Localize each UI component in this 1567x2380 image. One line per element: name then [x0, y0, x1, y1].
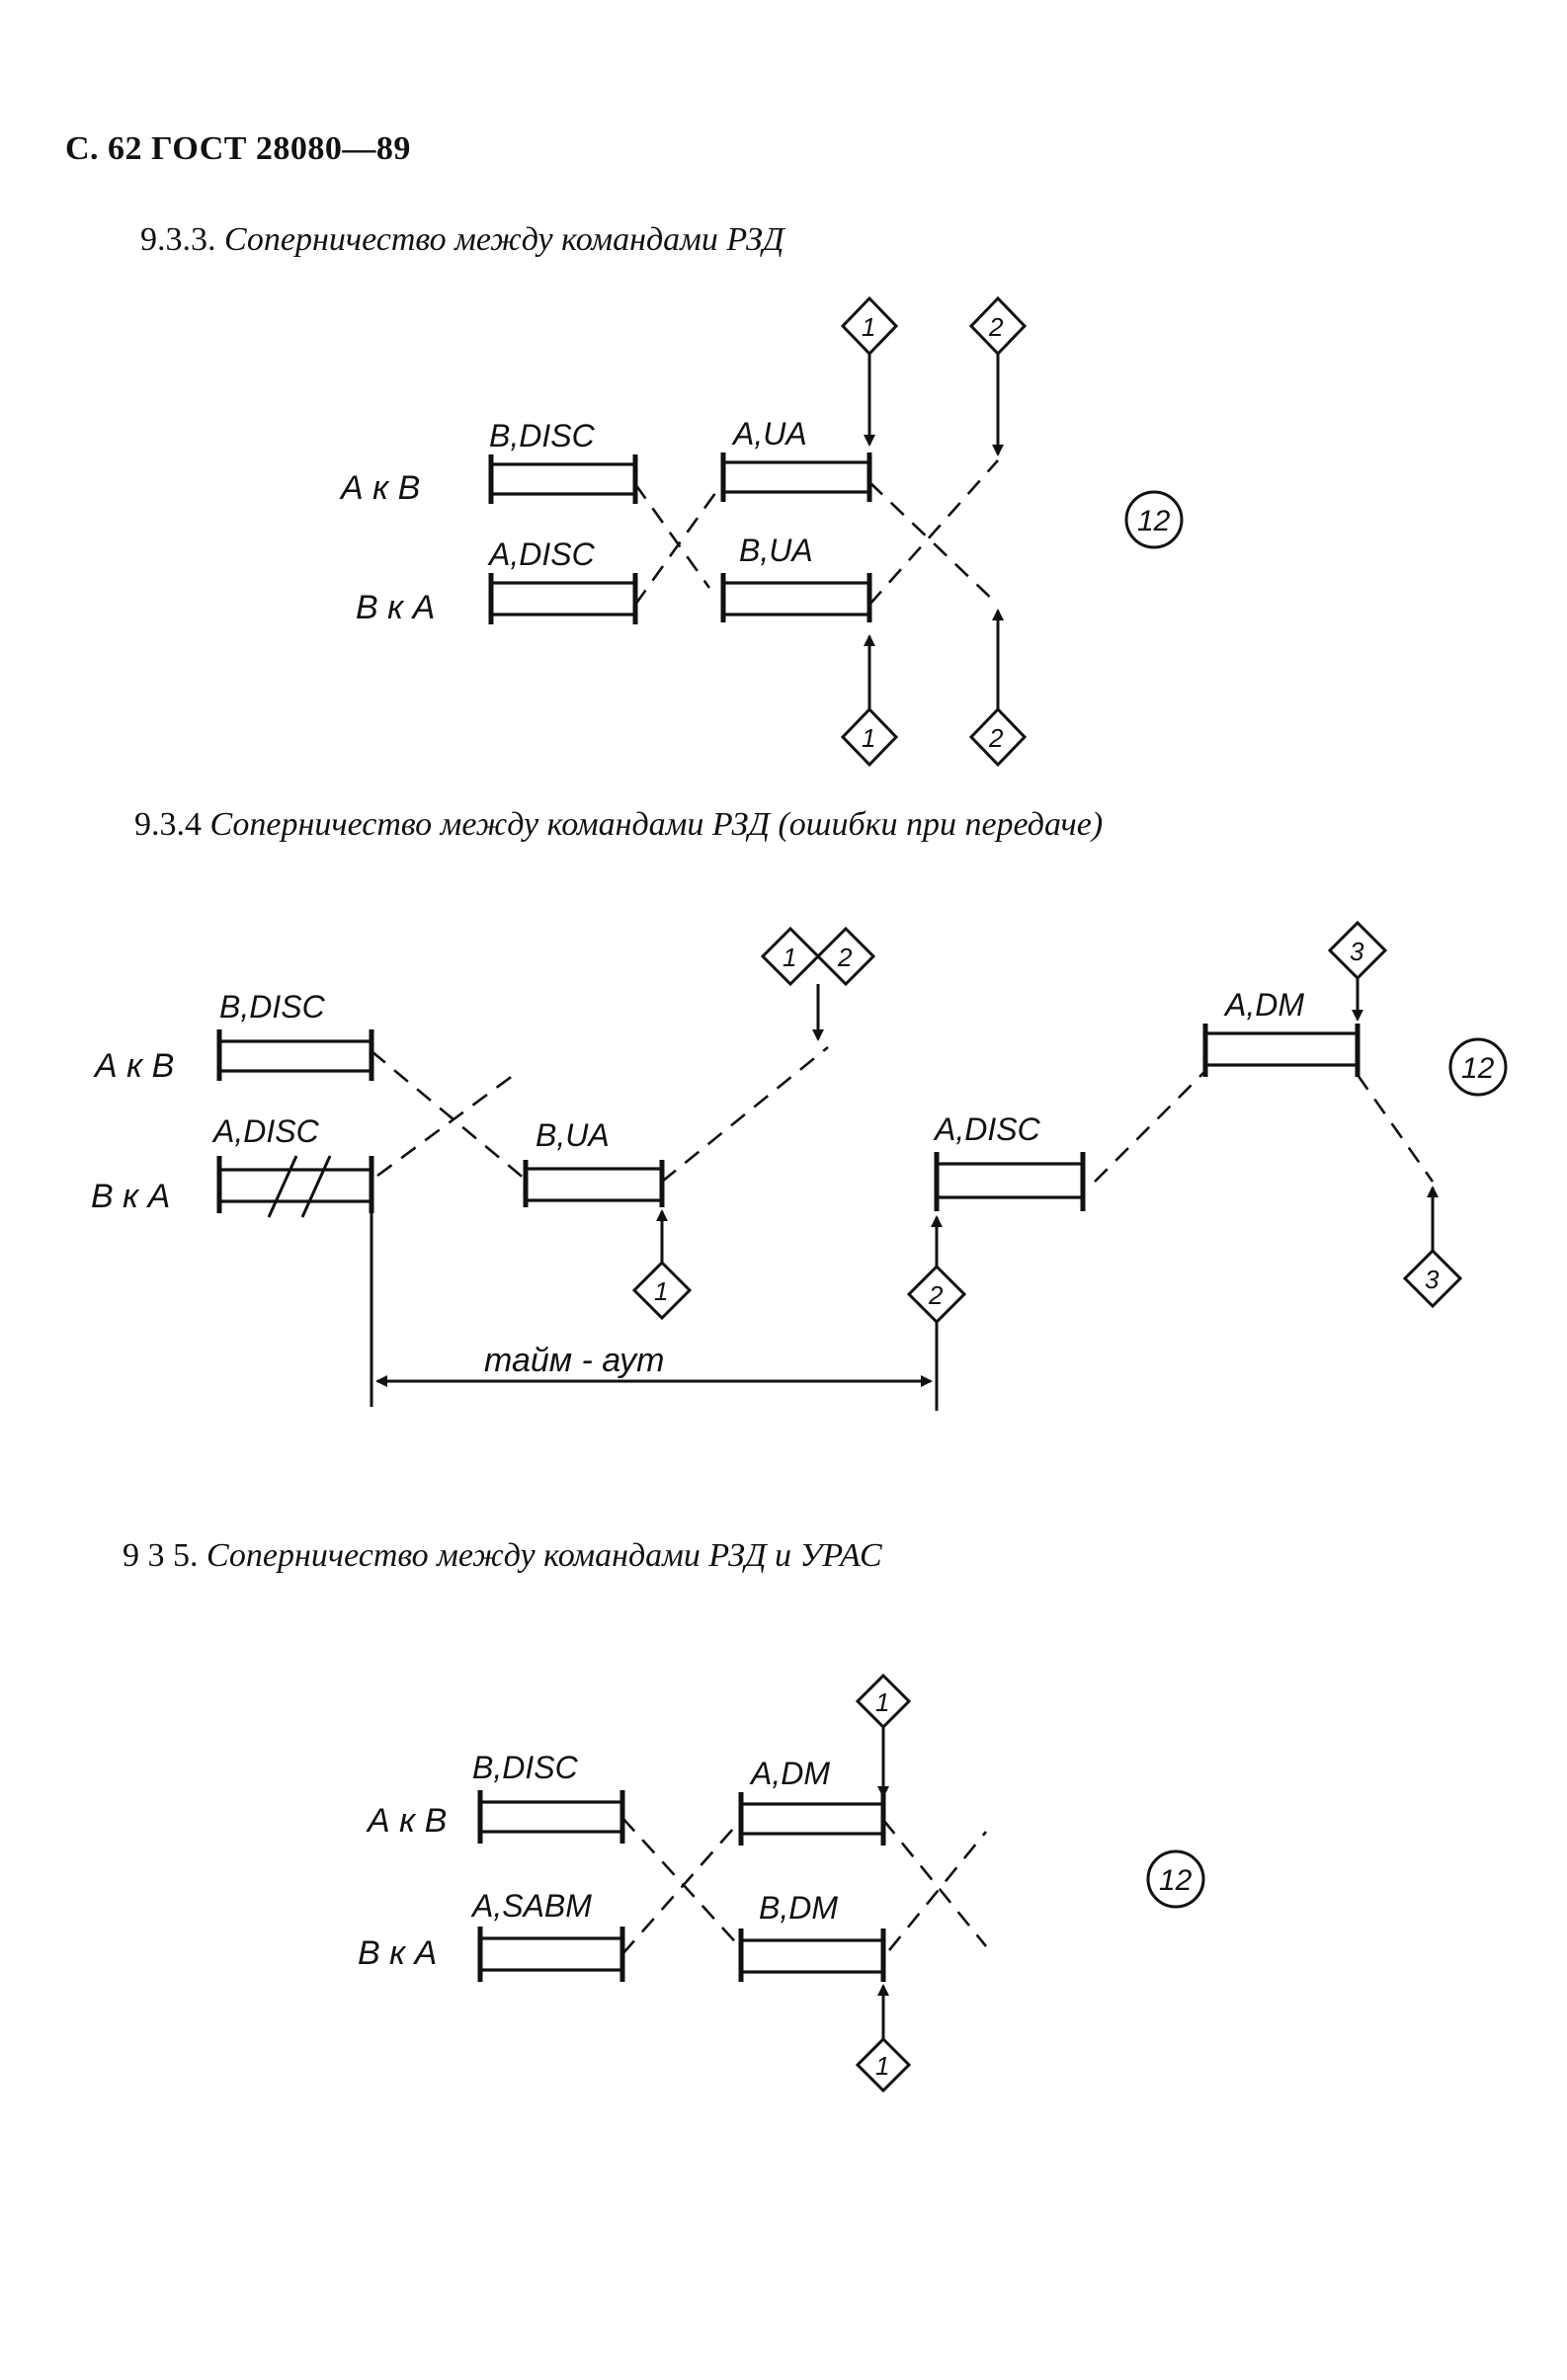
frame-label: B,DISC: [489, 418, 596, 453]
frame-label: B,UA: [536, 1117, 610, 1153]
frame-a-disc-errored: A,DISC: [211, 1113, 374, 1218]
row-label-a-to-b: А к В: [93, 1047, 174, 1085]
marker-bottom-1: 1: [855, 1984, 912, 2093]
marker-top-3: 3: [1327, 920, 1388, 1022]
frame-label: A,DM: [749, 1756, 830, 1791]
marker-top-1: 1: [840, 295, 899, 447]
timeout-dimension: тайм - аут: [370, 1213, 933, 1407]
svg-text:3: 3: [1425, 1265, 1440, 1294]
svg-text:12: 12: [1461, 1052, 1495, 1085]
frame-a-ua: A,UA: [720, 416, 872, 502]
marker-bottom-2: 2: [968, 609, 1028, 768]
row-label-b-to-a: В к А: [358, 1934, 437, 1972]
frame-b-dm: B,DM: [738, 1890, 886, 1982]
svg-text:1: 1: [783, 943, 796, 972]
section-number: 9.3.4: [134, 806, 202, 843]
timeout-label: тайм - аут: [484, 1342, 664, 1379]
frame-a-dm: A,DM: [738, 1756, 886, 1846]
frame-b-disc: B,DISC: [216, 989, 374, 1081]
section-caption: 9 3 5. Соперничество между командами РЗД…: [123, 1537, 882, 1575]
diagram-9-3-5: А к В В к А B,DISC A,DM A,SABM: [358, 1673, 1205, 2093]
frame-label: A,UA: [731, 416, 807, 451]
frame-b-disc: B,DISC: [472, 1750, 625, 1844]
circle-marker: 12: [1124, 490, 1184, 549]
frame-a-disc: A,DISC: [487, 536, 638, 624]
frame-b-ua: B,UA: [523, 1117, 665, 1207]
svg-text:12: 12: [1137, 505, 1171, 537]
frame-a-disc-second: A,DISC: [933, 1111, 1086, 1211]
marker-top-1-2: 1 2: [760, 926, 876, 1041]
frame-label: B,DISC: [219, 989, 326, 1025]
marker-bottom-3: 3: [1402, 1186, 1463, 1309]
frame-label: A,DISC: [487, 536, 596, 572]
row-label-b-to-a: В к А: [91, 1178, 170, 1215]
diagram-9-3-3: А к В В к А B,DISC A,UA A,DISC: [339, 295, 1184, 768]
svg-text:1: 1: [875, 1687, 889, 1717]
frame-b-disc: B,DISC: [488, 418, 638, 504]
row-label-a-to-b: А к В: [366, 1802, 447, 1840]
svg-text:3: 3: [1350, 937, 1364, 966]
svg-text:1: 1: [862, 312, 875, 342]
svg-text:2: 2: [988, 723, 1004, 753]
frame-b-ua: B,UA: [720, 533, 872, 622]
marker-bottom-2: 2: [906, 1215, 967, 1411]
svg-text:2: 2: [837, 943, 853, 972]
frame-a-dm: A,DM: [1202, 987, 1361, 1077]
page-header: С. 62 ГОСТ 28080—89: [65, 130, 411, 167]
svg-text:12: 12: [1159, 1864, 1193, 1897]
svg-text:2: 2: [988, 312, 1004, 342]
frame-label: B,DISC: [472, 1750, 579, 1785]
section-title: Соперничество между командами РЗД (ошибк…: [209, 806, 1104, 843]
marker-top-1: 1: [855, 1673, 912, 1798]
svg-text:1: 1: [862, 723, 875, 753]
row-label-b-to-a: В к А: [356, 589, 435, 626]
row-label-a-to-b: А к В: [339, 469, 420, 507]
diagram-9-3-4: А к В В к А B,DISC A,DISC B,UA: [91, 920, 1508, 1411]
frame-label: B,UA: [739, 533, 813, 568]
svg-text:1: 1: [875, 2051, 889, 2081]
section-title: Соперничество между командами РЗД и УРАС: [206, 1537, 882, 1574]
marker-top-2: 2: [968, 295, 1028, 456]
marker-bottom-1: 1: [631, 1209, 693, 1321]
frame-label: A,DISC: [211, 1113, 320, 1149]
section-caption: 9.3.3. Соперничество между командами РЗД: [140, 221, 784, 259]
section-number: 9 3 5.: [123, 1537, 199, 1574]
frame-label: A,SABM: [470, 1888, 592, 1924]
section-caption: 9.3.4 Соперничество между командами РЗД …: [134, 806, 1103, 844]
frame-label: A,DISC: [933, 1111, 1041, 1147]
section-number: 9.3.3.: [140, 221, 216, 258]
frame-a-sabm: A,SABM: [470, 1888, 625, 1982]
frame-label: B,DM: [759, 1890, 838, 1926]
section-title: Соперничество между командами РЗД: [224, 221, 784, 258]
svg-text:1: 1: [654, 1276, 668, 1306]
frame-label: A,DM: [1223, 987, 1304, 1023]
svg-text:2: 2: [928, 1280, 944, 1310]
circle-marker: 12: [1146, 1849, 1205, 1909]
marker-bottom-1: 1: [840, 634, 899, 768]
circle-marker: 12: [1448, 1037, 1508, 1097]
